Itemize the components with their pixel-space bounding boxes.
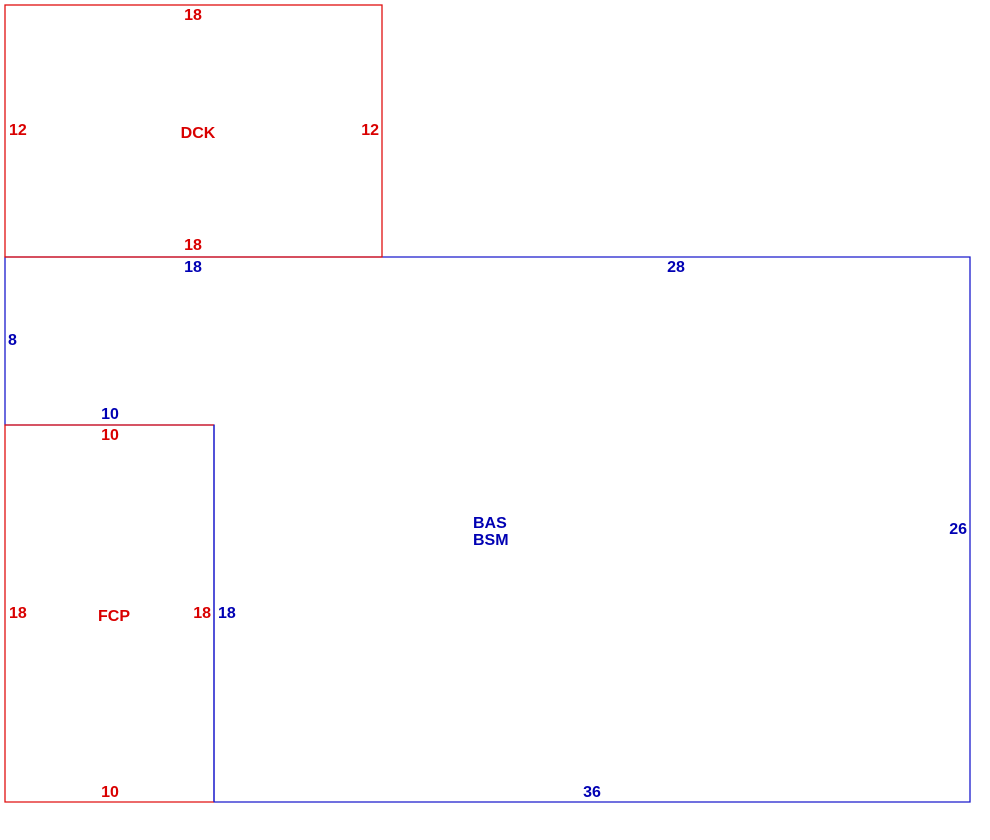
bas-bottom-dim: 36 <box>583 784 601 801</box>
fcp-left-dim: 18 <box>9 605 27 622</box>
bas-top-left-dim: 18 <box>184 259 202 276</box>
dck-top-dim: 18 <box>184 7 202 24</box>
fcp-right-dim: 18 <box>193 605 211 622</box>
dck-outline <box>4 4 383 258</box>
bas-left-upper-dim: 8 <box>8 332 17 349</box>
fcp-label: FCP <box>98 608 130 625</box>
bas-label-line2: BSM <box>473 532 509 549</box>
dck-label: DCK <box>181 125 216 142</box>
dck-left-dim: 12 <box>9 122 27 139</box>
dck-bottom-dim: 18 <box>184 237 202 254</box>
fcp-outline <box>4 424 214 803</box>
fcp-bottom-dim: 10 <box>101 784 119 801</box>
bas-top-right-dim: 28 <box>667 259 685 276</box>
dck-right-dim: 12 <box>361 122 379 139</box>
bas-notch-top-dim: 10 <box>101 406 119 423</box>
bas-label-line1: BAS <box>473 515 507 532</box>
fcp-top-dim: 10 <box>101 427 119 444</box>
bas-notch-side-dim: 18 <box>218 605 236 622</box>
bas-right-dim: 26 <box>949 521 967 538</box>
